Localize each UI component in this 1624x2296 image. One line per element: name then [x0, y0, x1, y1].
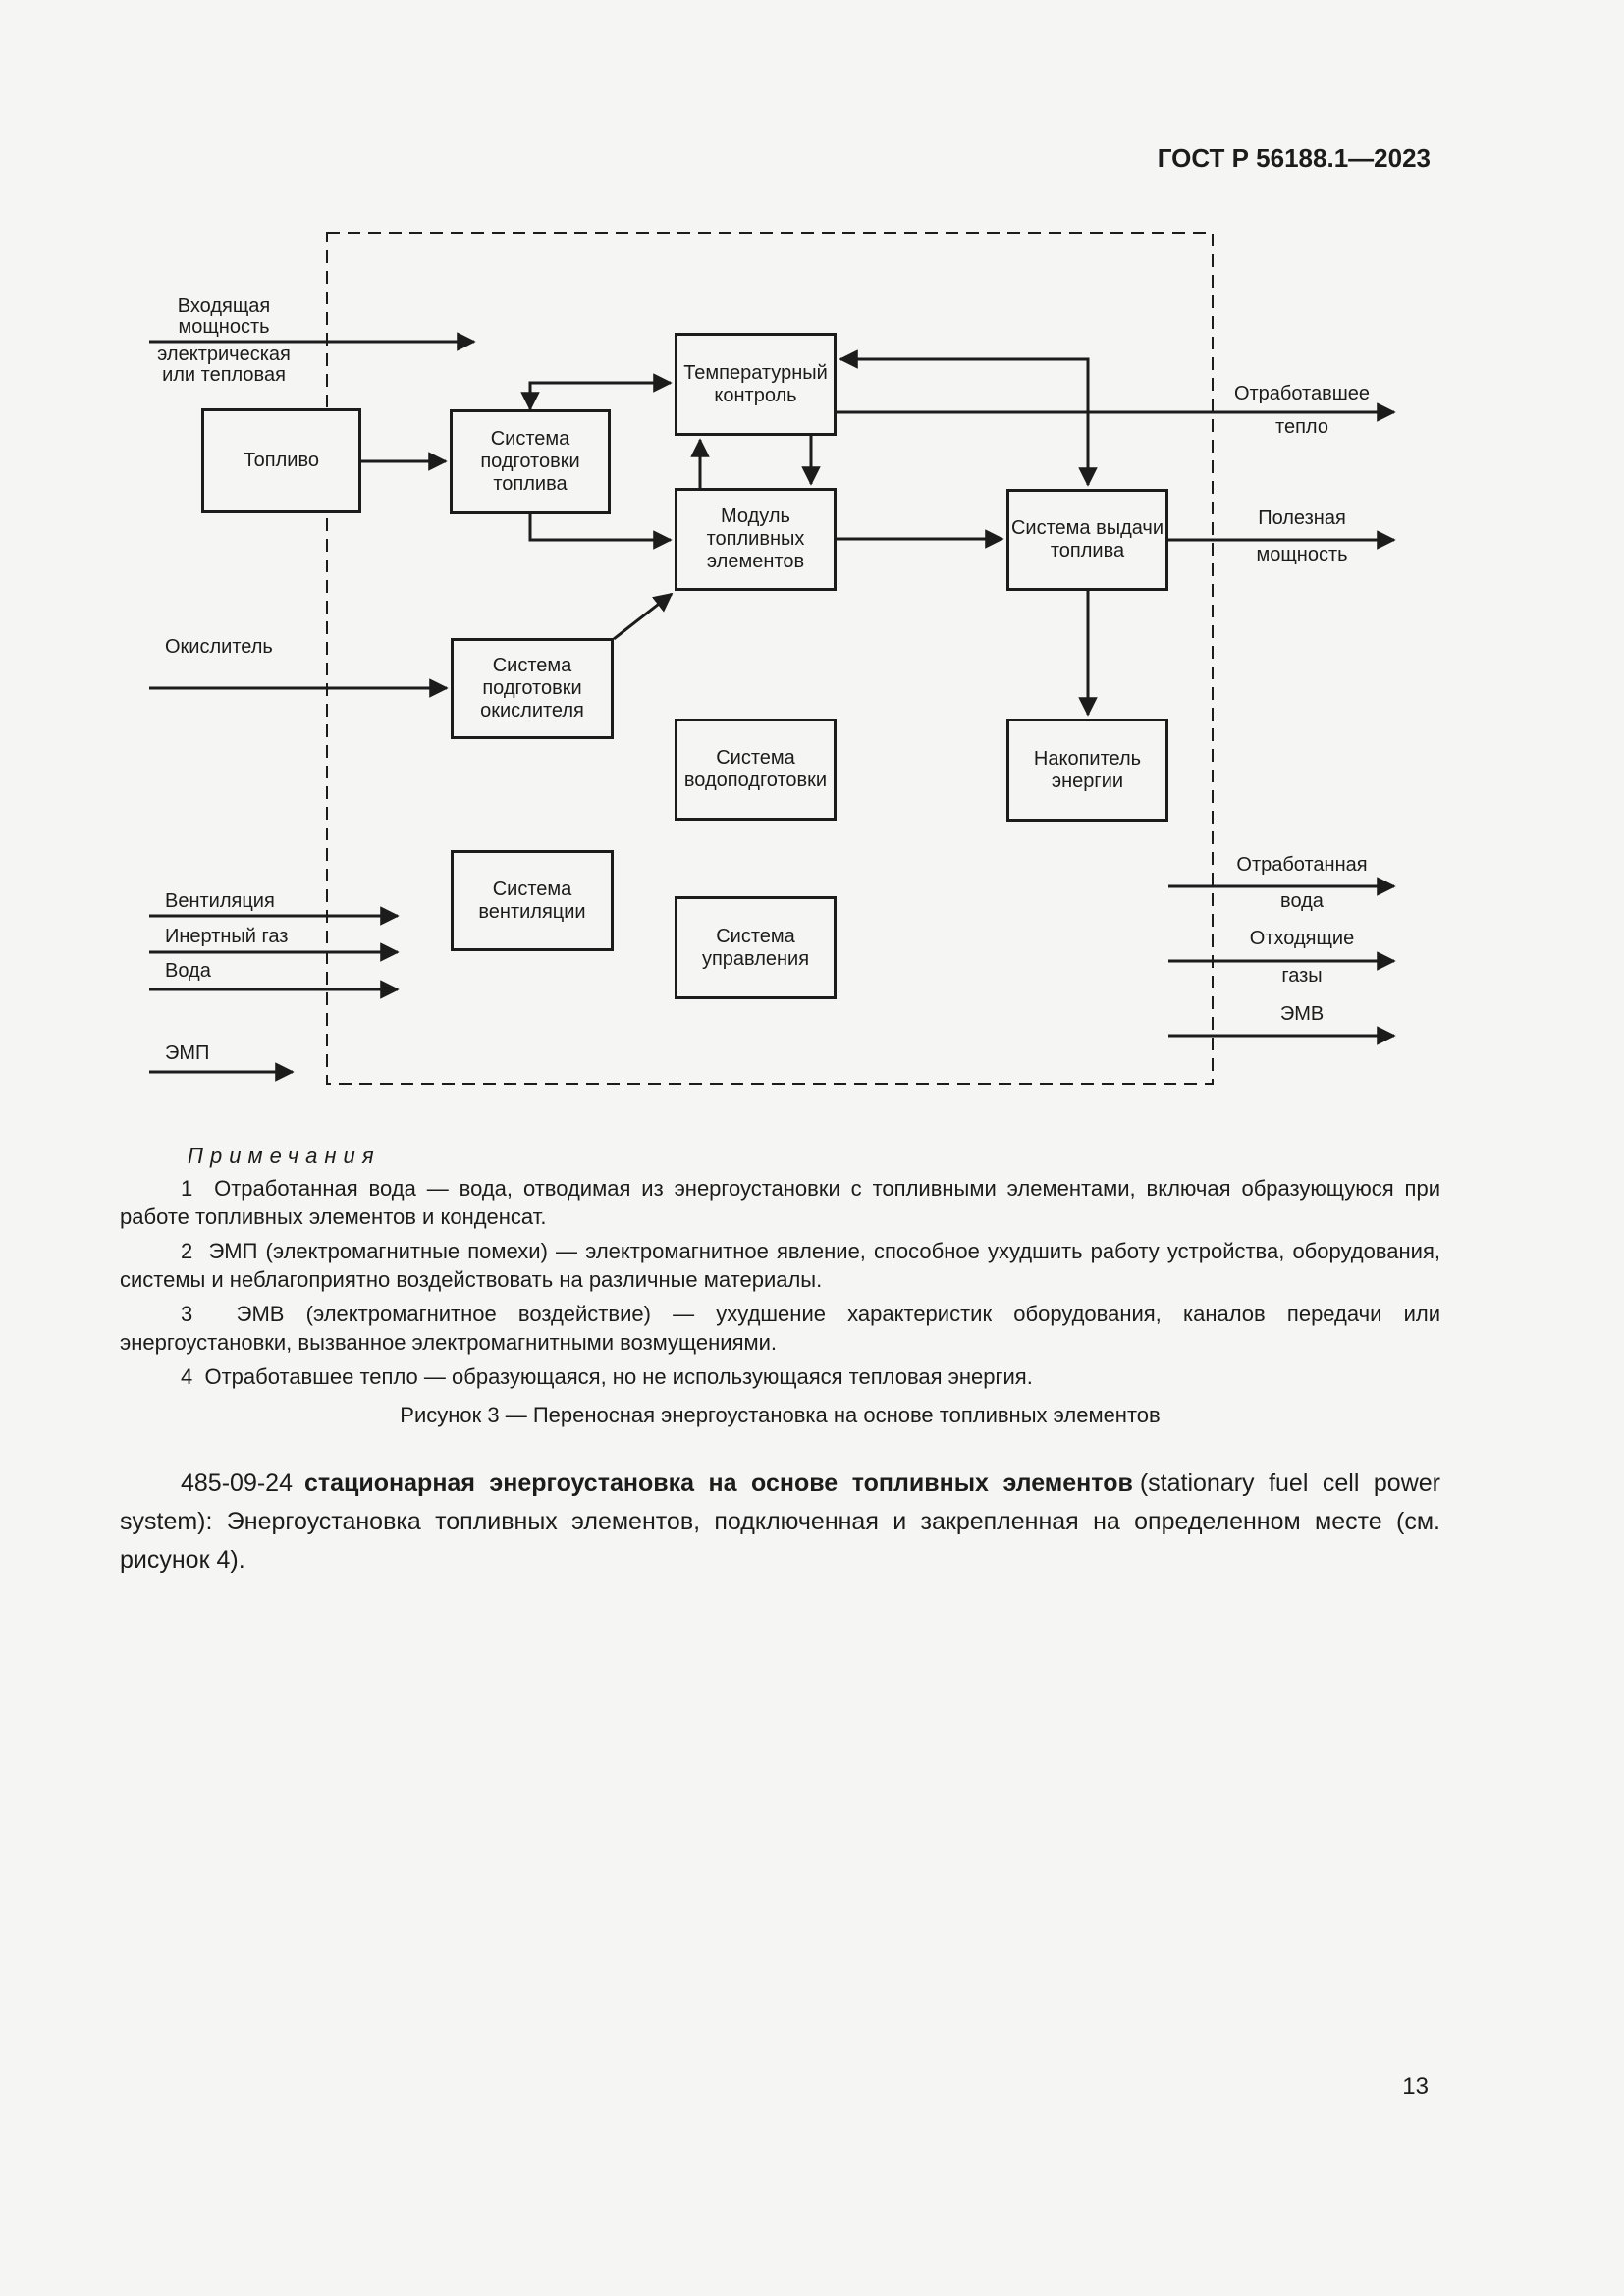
box-temperature-control: Температурный контроль [675, 333, 837, 436]
label-waste-heat-line2: тепло [1275, 416, 1328, 438]
box-water-treatment-system: Система водоподготовки [675, 719, 837, 821]
definition-term: стационарная энергоустановка на основе т… [303, 1469, 1133, 1497]
box-fuel-cell-module: Модуль топливных элементов [675, 488, 837, 591]
note-number: 2 [181, 1239, 193, 1263]
label-useful-power-line1: Полезная [1258, 507, 1346, 529]
label-waste-water-line1: Отработанная [1236, 854, 1368, 876]
system-boundary [326, 232, 1214, 1085]
box-fuel-delivery-system: Система выдачи топлива [1006, 489, 1168, 591]
label-exhaust-gases-line1: Отходящие [1249, 928, 1355, 949]
label-input-power: Входящая мощность [177, 295, 271, 338]
label-oxidizer: Окислитель [165, 636, 273, 658]
note-item: 4 Отработавшее тепло — образующаяся, но … [120, 1362, 1440, 1391]
notes-block: 1 Отработанная вода — вода, отводимая из… [120, 1174, 1440, 1391]
arrow-oxidizer-prep-to-module [613, 592, 674, 641]
label-useful-power-line2: мощность [1256, 544, 1348, 565]
definition-paragraph: 485-09-24 стационарная энергоустановка на… [120, 1465, 1440, 1579]
label-water: Вода [165, 960, 211, 982]
label-emv: ЭМВ [1279, 1003, 1325, 1025]
arrow-fuel-prep-to-module [528, 514, 673, 550]
note-item: 1 Отработанная вода — вода, отводимая из… [120, 1174, 1440, 1231]
label-ventilation: Вентиляция [165, 890, 275, 912]
note-item: 2 ЭМП (электромагнитные помехи) — электр… [120, 1237, 1440, 1294]
fuel-cell-system-diagram [149, 232, 1396, 1085]
link-fuel-prep-temp-control [520, 373, 673, 411]
box-fuel: Топливо [201, 408, 361, 513]
standard-number-header: ГОСТ Р 56188.1—2023 [1157, 143, 1431, 173]
note-number: 4 [181, 1364, 193, 1389]
box-energy-storage: Накопитель энергии [1006, 719, 1168, 822]
figure-caption: Рисунок 3 — Переносная энергоустановка н… [120, 1403, 1440, 1428]
box-control-system: Система управления [675, 896, 837, 999]
note-text: Отработанная вода — вода, отводимая из э… [120, 1176, 1440, 1229]
box-fuel-preparation-system: Система подготовки топлива [450, 409, 611, 514]
box-ventilation-system: Система вентиляции [451, 850, 614, 951]
label-waste-heat-line1: Отработавшее [1233, 383, 1371, 404]
figure-caption-text: Рисунок 3 — Переносная энергоустановка н… [400, 1403, 1161, 1427]
page-number: 13 [1402, 2073, 1429, 2100]
note-text: ЭМП (электромагнитные помехи) — электром… [120, 1239, 1440, 1292]
note-text: Отработавшее тепло — образующаяся, но не… [204, 1364, 1033, 1389]
notes-heading: Примечания [188, 1144, 381, 1168]
label-exhaust-gases-line2: газы [1281, 965, 1323, 987]
definition-text: (stationary fuel cell power system): Эне… [120, 1469, 1440, 1574]
link-temp-control-delivery [839, 349, 1098, 487]
note-number: 3 [181, 1302, 193, 1326]
note-item: 3 ЭМВ (электромагнитное воздействие) — у… [120, 1300, 1440, 1357]
note-text: ЭМВ (электромагнитное воздействие) — уху… [120, 1302, 1440, 1355]
definition-number: 485-09-24 [181, 1469, 293, 1497]
note-number: 1 [181, 1176, 193, 1201]
label-inert-gas: Инертный газ [165, 926, 289, 947]
label-input-power-type: электрическая или тепловая [157, 344, 291, 386]
label-emp: ЭМП [165, 1042, 210, 1064]
label-waste-water-line2: вода [1280, 890, 1324, 912]
box-oxidizer-preparation-system: Система подготовки окислителя [451, 638, 614, 739]
definition-block: 485-09-24 стационарная энергоустановка на… [120, 1465, 1440, 1579]
